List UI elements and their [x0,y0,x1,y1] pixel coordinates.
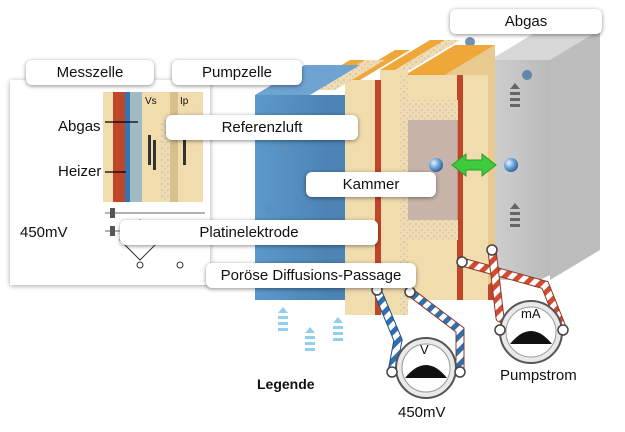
callout-platinelektrode[interactable]: Platinelektrode [120,220,378,245]
ammeter [494,300,569,364]
legend-arrows [278,307,343,351]
callout-referenzluft[interactable]: Referenzluft [166,115,358,140]
label-legende: Legende [257,376,315,392]
callout-kammer[interactable]: Kammer [306,172,436,197]
inset-ip-mark: Ip [180,96,189,107]
exhaust-block [465,30,600,280]
gas-exchange [429,152,518,178]
callout-diffusion[interactable]: Poröse Diffusions-Passage [206,263,416,288]
label-voltage-left: 450mV [20,224,68,241]
label-abgas-left: Abgas [58,118,101,135]
exhaust-arrows [510,83,520,227]
voltmeter-unit: V [420,342,429,357]
voltmeter [386,337,466,399]
inset-panel: Vs Ip [10,80,210,285]
callout-messzelle[interactable]: Messzelle [26,60,154,85]
label-heizer: Heizer [58,163,102,180]
label-pumpstrom: Pumpstrom [500,367,577,384]
inset-schematic [103,92,205,269]
ammeter-unit: mA [521,306,541,321]
label-voltage-meter: 450mV [398,404,446,421]
inset-vs-mark: Vs [145,96,157,107]
callout-pumpzelle[interactable]: Pumpzelle [172,60,302,85]
callout-abgas[interactable]: Abgas [450,9,602,34]
